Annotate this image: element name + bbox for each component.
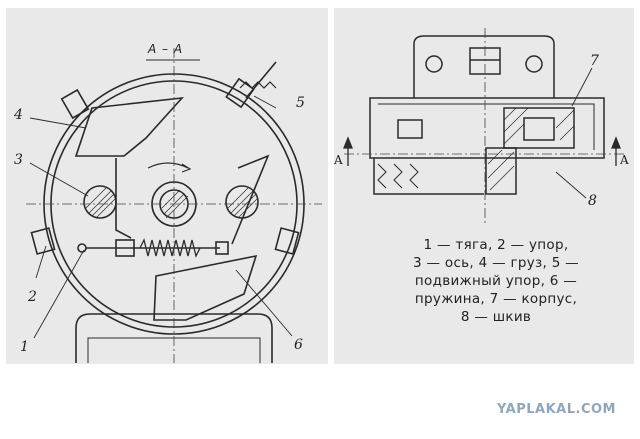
bolt-left [30, 227, 56, 255]
legend: 1 — тяга, 2 — упор, 3 — ось, 4 — груз, 5… [365, 236, 627, 326]
legend-line: 3 — ось, 4 — груз, 5 — [413, 255, 579, 271]
bolt-right [274, 227, 300, 255]
label-weight: 4 [14, 107, 23, 123]
label-adjustable-stop: 5 [296, 95, 305, 111]
section-drawing [26, 48, 322, 363]
bolt-top-right [225, 77, 255, 109]
weight-upper [74, 96, 185, 157]
bracket [413, 35, 555, 98]
rod-stop [115, 239, 135, 257]
bolt-top-left [60, 88, 90, 120]
section-view-panel: A – A 4 3 2 1 5 6 [6, 8, 328, 364]
weight-lower [153, 254, 258, 321]
section-title: A – A [148, 42, 184, 56]
pulley [373, 158, 484, 195]
side-view-drawing [343, 28, 624, 223]
axis-left [83, 185, 117, 219]
legend-line: пружина, 7 — корпус, [414, 291, 578, 307]
legend-line: подвижный упор, 6 — [414, 273, 578, 289]
label-housing: 7 [590, 53, 599, 69]
bracket-hole-right [525, 55, 543, 73]
section-mark-right: A [620, 153, 629, 167]
label-stop: 2 [28, 289, 37, 305]
label-pulley: 8 [588, 193, 597, 209]
watermark: YAPLAKAL.COM [497, 402, 616, 417]
label-axis: 3 [14, 152, 23, 168]
label-spring: 6 [294, 337, 303, 353]
bracket-hole-left [425, 55, 443, 73]
section-mark-left: A [334, 153, 343, 167]
legend-line: 8 — шкив [460, 309, 532, 325]
label-rod: 1 [20, 339, 29, 355]
housing-body [369, 97, 605, 159]
side-view-panel: A A 7 8 [334, 8, 634, 364]
axis-right [225, 185, 259, 219]
legend-line: 1 — тяга, 2 — упор, [423, 237, 569, 253]
